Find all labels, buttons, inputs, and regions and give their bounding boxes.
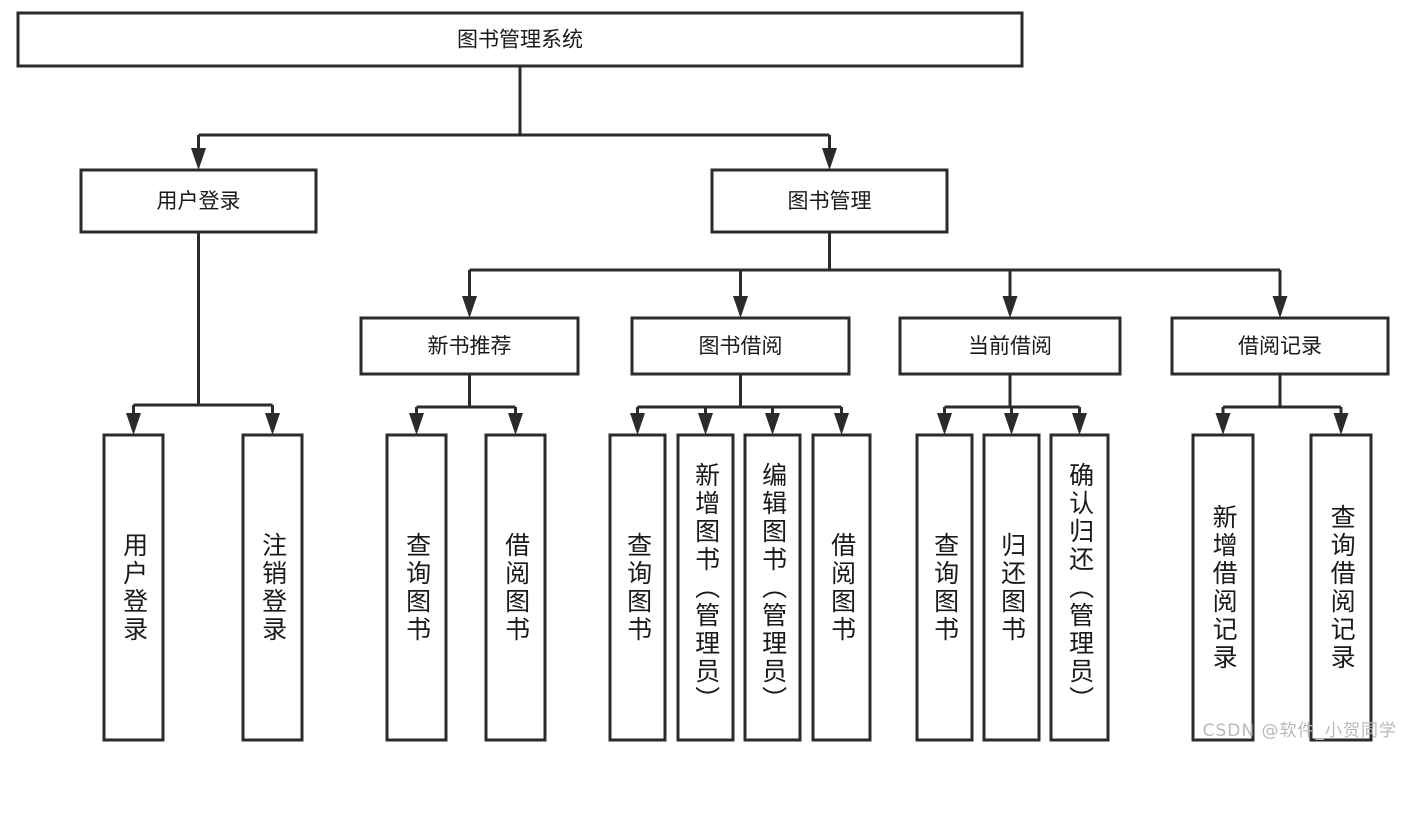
csdn-watermark: CSDN @软件_小贺同学	[1202, 721, 1397, 741]
arrow-head-leaf-logout	[265, 413, 280, 435]
arrow-head-leaf-rec-borrow-book	[508, 413, 523, 435]
node-box-leaf-add-book[interactable]	[676, 433, 735, 742]
arrow-head-leaf-confirm-return	[1072, 413, 1087, 435]
node-label-book-borrow: 图书借阅	[699, 334, 783, 358]
node-box-leaf-borrow-query-book[interactable]	[608, 433, 667, 742]
arrow-head-book-manage	[822, 148, 837, 170]
node-box-leaf-logout[interactable]	[241, 433, 304, 742]
arrow-head-current-borrow	[1002, 296, 1018, 318]
node-box-root[interactable]	[16, 11, 1024, 68]
arrow-head-leaf-return-book	[1004, 413, 1019, 435]
node-box-leaf-rec-borrow-book[interactable]	[484, 433, 547, 742]
arrow-head-book-borrow	[733, 296, 748, 318]
node-box-leaf-query-borrow-record[interactable]	[1309, 433, 1373, 742]
arrow-head-leaf-edit-book	[765, 413, 780, 435]
flowchart-canvas: 图书管理系统用户登录图书管理新书推荐图书借阅当前借阅借阅记录 用户登录注销登录查…	[16, 11, 1397, 742]
node-box-leaf-add-borrow-record[interactable]	[1191, 433, 1255, 742]
node-label-borrow-record: 借阅记录	[1238, 334, 1322, 358]
arrow-head-leaf-cur-query-book	[937, 413, 952, 435]
arrow-head-leaf-rec-query-book	[409, 413, 424, 435]
node-label-book-manage: 图书管理	[788, 189, 872, 213]
arrow-head-new-book-rec	[462, 296, 477, 318]
node-box-layer	[16, 11, 1390, 742]
arrow-head-leaf-user-login	[126, 413, 141, 435]
connector-layer	[126, 66, 1349, 435]
arrow-head-leaf-borrow-query-book	[630, 413, 645, 435]
node-label-root: 图书管理系统	[457, 28, 583, 52]
node-box-borrow-record[interactable]	[1170, 316, 1390, 376]
node-box-leaf-edit-book[interactable]	[743, 433, 802, 742]
node-box-current-borrow[interactable]	[898, 316, 1122, 376]
arrow-head-borrow-record	[1272, 296, 1288, 318]
node-label-user-login: 用户登录	[157, 189, 241, 213]
node-label-current-borrow: 当前借阅	[968, 334, 1052, 358]
arrow-head-leaf-add-borrow-record	[1215, 413, 1231, 435]
node-box-user-login[interactable]	[79, 168, 318, 234]
node-box-leaf-return-book[interactable]	[982, 433, 1041, 742]
node-box-leaf-confirm-return[interactable]	[1049, 433, 1110, 742]
node-box-leaf-rec-query-book[interactable]	[385, 433, 448, 742]
arrow-head-leaf-query-borrow-record	[1333, 413, 1349, 435]
node-box-leaf-cur-query-book[interactable]	[915, 433, 974, 742]
node-box-leaf-borrow-book[interactable]	[811, 433, 872, 742]
node-box-new-book-rec[interactable]	[359, 316, 580, 376]
node-box-book-borrow[interactable]	[630, 316, 851, 376]
node-label-new-book-rec: 新书推荐	[428, 334, 512, 358]
arrow-head-user-login	[191, 148, 206, 170]
node-box-leaf-user-login[interactable]	[102, 433, 165, 742]
arrow-head-leaf-add-book	[698, 413, 713, 435]
node-box-book-manage[interactable]	[710, 168, 949, 234]
arrow-head-leaf-borrow-book	[834, 413, 849, 435]
